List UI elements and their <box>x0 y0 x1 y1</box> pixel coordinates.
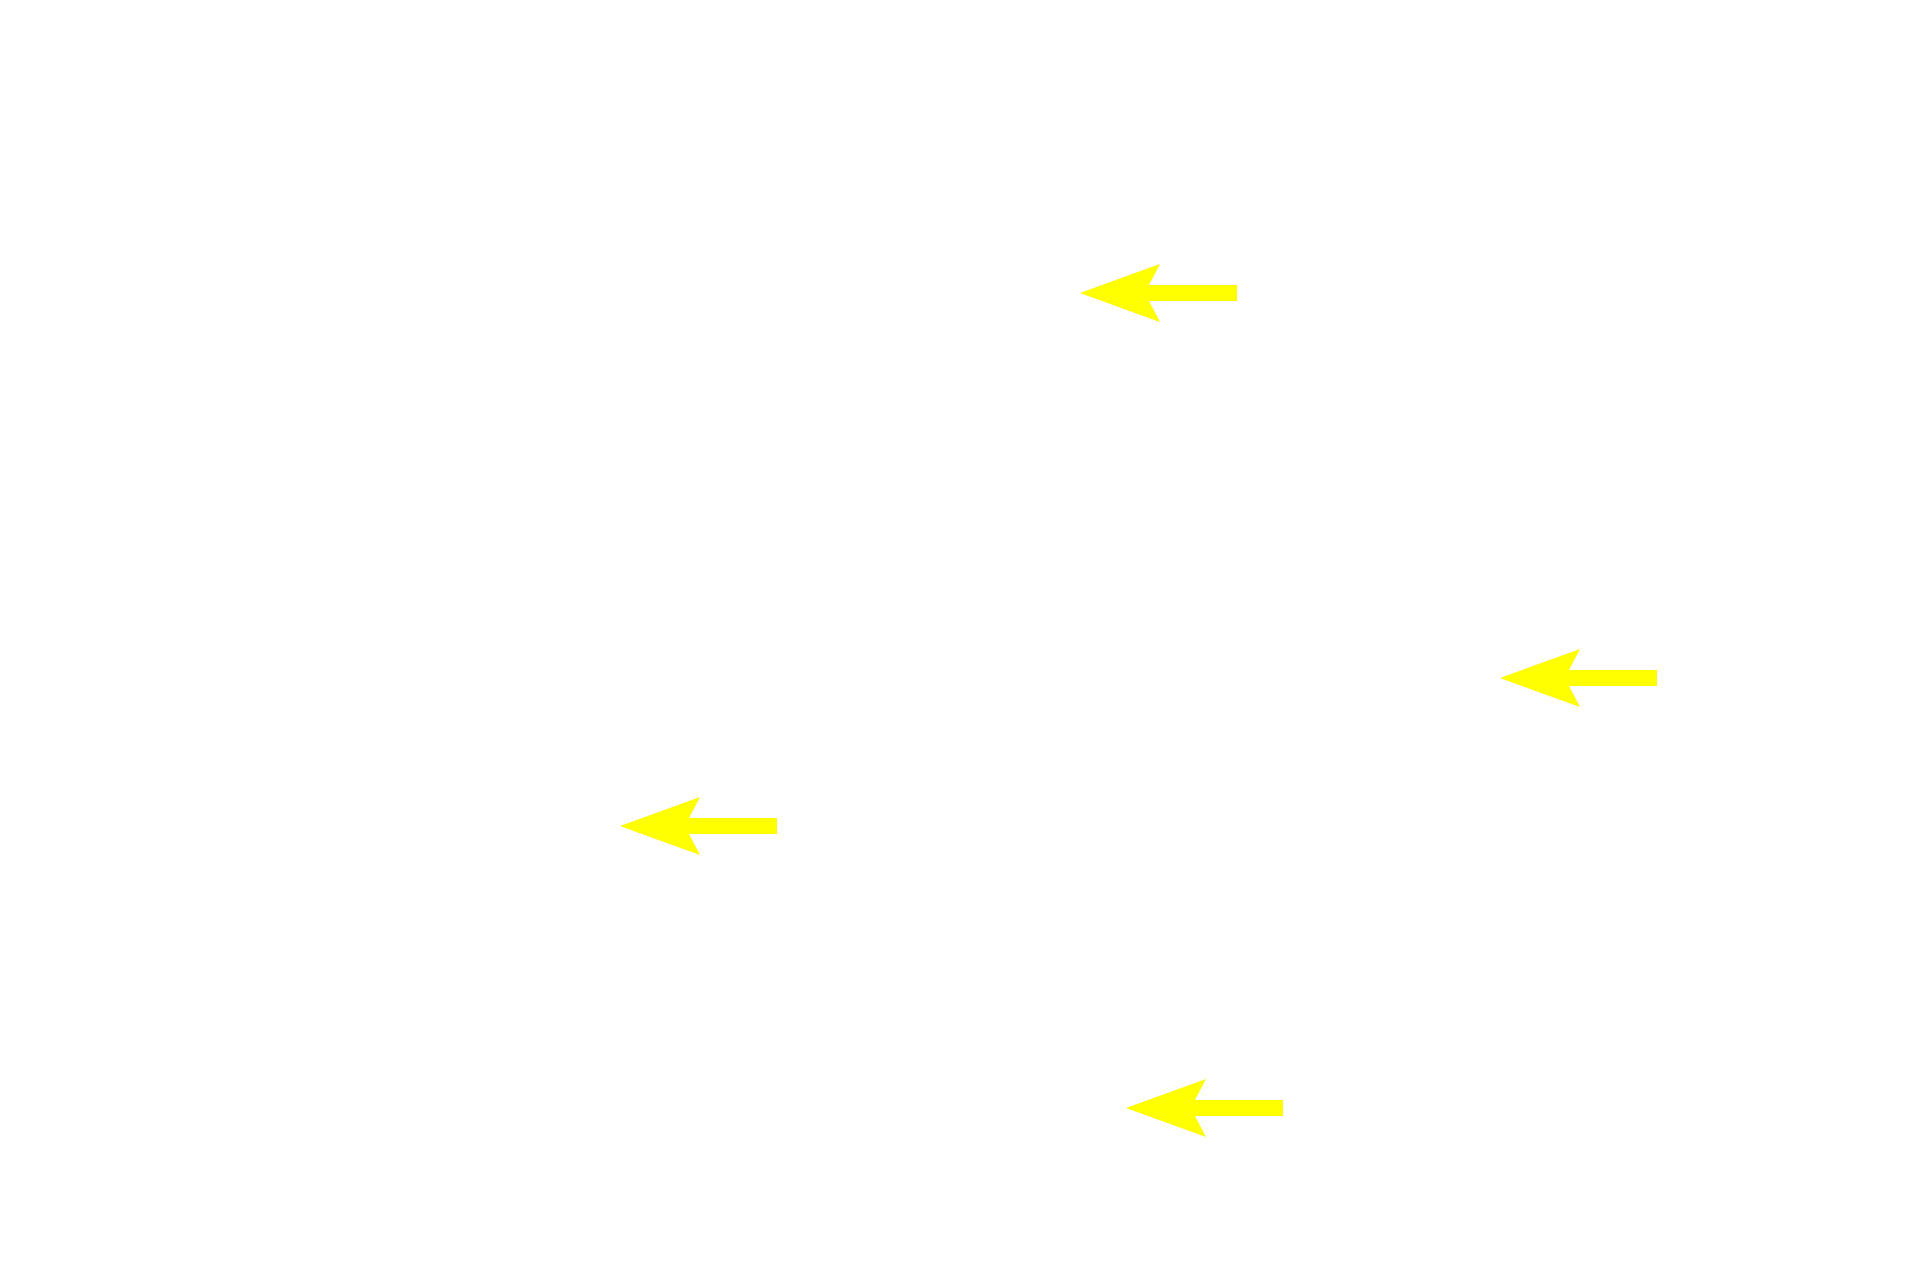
arrow-left-icon-1 <box>1080 264 1237 322</box>
arrow-left-icon-4 <box>1126 1079 1283 1137</box>
arrow-left-icon-3 <box>620 797 777 855</box>
arrow-left-icon-2 <box>1500 649 1657 707</box>
